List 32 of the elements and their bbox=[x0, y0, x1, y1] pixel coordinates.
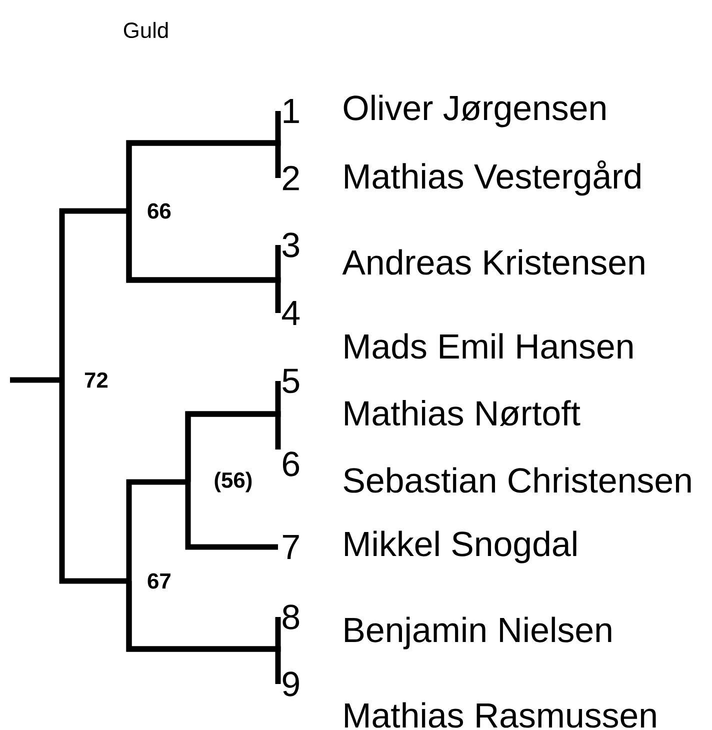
support-value: 67 bbox=[148, 573, 170, 589]
tree-branch bbox=[126, 211, 281, 313]
leaf-number: 2 bbox=[282, 166, 299, 190]
tree-branch bbox=[185, 411, 281, 482]
tree-branch bbox=[126, 479, 188, 581]
player-name: Oliver Jørgensen bbox=[344, 94, 606, 128]
leaf-number: 3 bbox=[282, 232, 300, 258]
leaf-number: 4 bbox=[282, 301, 300, 325]
player-name: Mathias Vestergård bbox=[345, 160, 640, 196]
leaf-number: 6 bbox=[282, 452, 300, 476]
support-value: (56) bbox=[214, 472, 252, 492]
title: Guld bbox=[124, 22, 168, 38]
support-value: 66 bbox=[148, 203, 171, 219]
leaf-number: 1 bbox=[284, 99, 299, 123]
tree-branch bbox=[59, 380, 129, 584]
player-name: Andreas Kristensen bbox=[342, 249, 644, 275]
player-name: Mathias Rasmussen bbox=[345, 702, 656, 728]
leaf-number: 7 bbox=[282, 535, 299, 559]
player-name: Benjamin Nielsen bbox=[345, 616, 612, 650]
player-name: Mathias Nørtoft bbox=[345, 400, 580, 426]
support-value: 72 bbox=[84, 372, 108, 388]
tree-branch bbox=[126, 140, 281, 211]
tree-branch bbox=[10, 377, 62, 383]
leaf-number: 8 bbox=[282, 604, 300, 630]
player-name: Mikkel Snogdal bbox=[345, 530, 576, 564]
leaf-number: 5 bbox=[282, 368, 300, 394]
tree-branch bbox=[185, 482, 278, 550]
player-name: Sebastian Christensen bbox=[344, 467, 691, 493]
tree-branch bbox=[126, 581, 281, 684]
tree-branch bbox=[59, 208, 129, 380]
player-name: Mads Emil Hansen bbox=[345, 333, 632, 359]
leaf-number: 9 bbox=[282, 672, 299, 696]
